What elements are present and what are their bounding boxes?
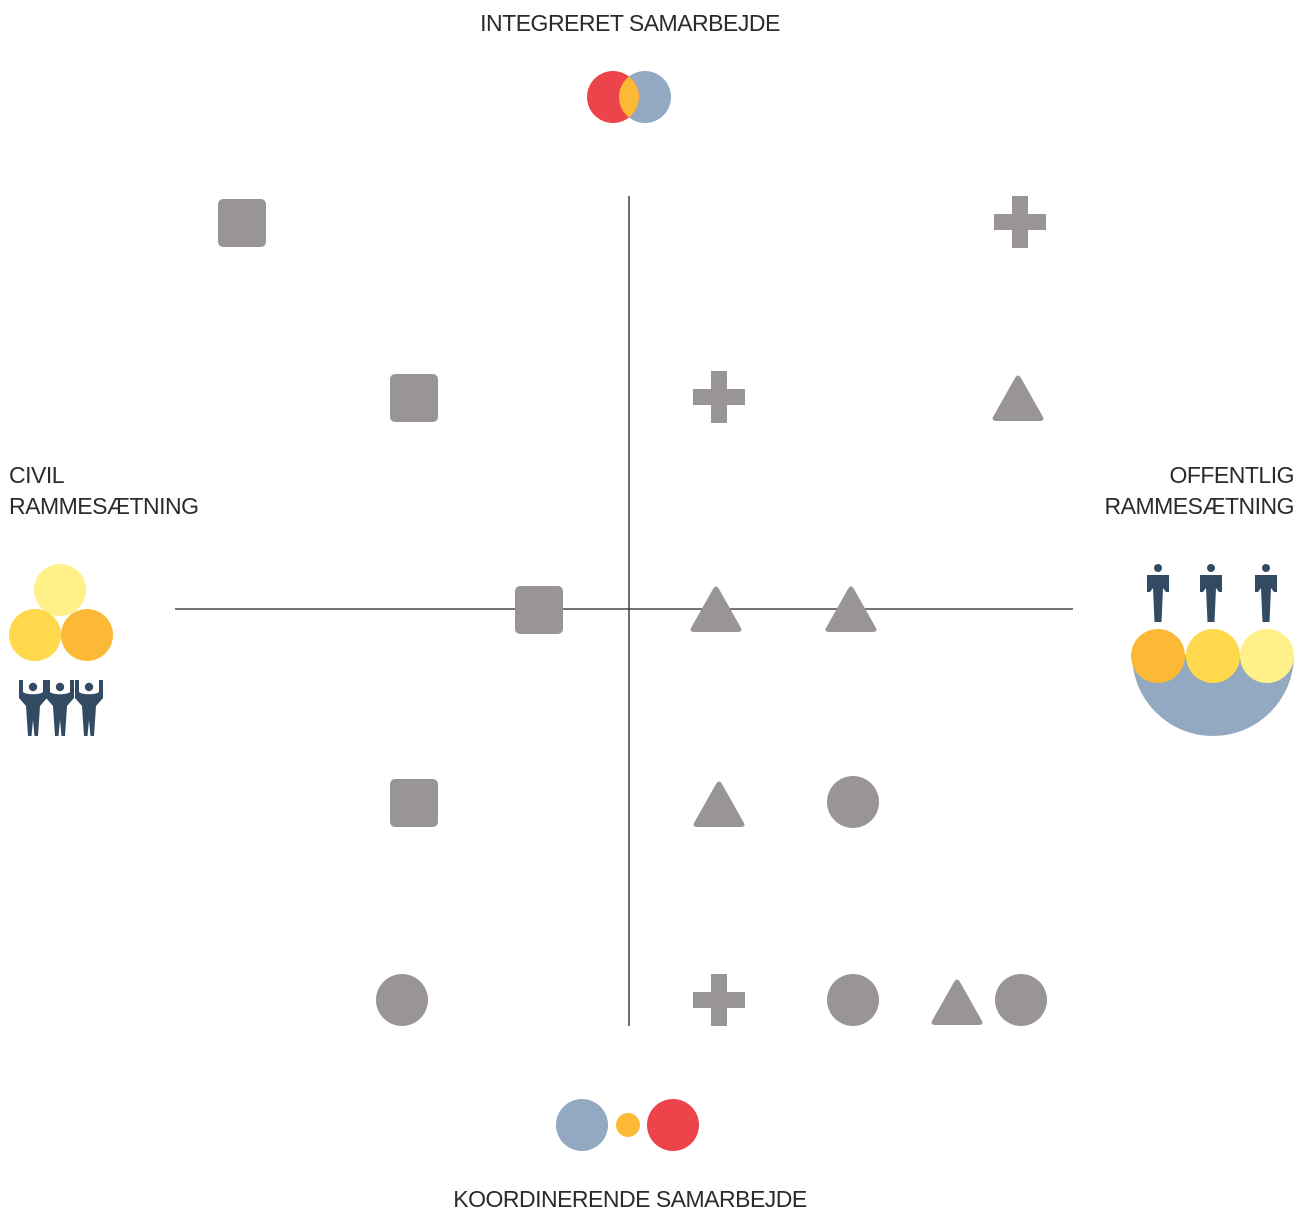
square-marker: [390, 779, 438, 827]
axis-label-bottom: KOORDINERENDE SAMARBEJDE: [453, 1186, 807, 1212]
circle-marker: [995, 974, 1047, 1026]
markers-layer: [218, 196, 1047, 1026]
axis-label-top: INTEGRERET SAMARBEJDE: [480, 10, 780, 36]
triangle-marker: [931, 979, 983, 1025]
circle-marker: [827, 974, 879, 1026]
axis-label-left-line1: CIVIL: [9, 462, 65, 488]
axis-label-left-line2: RAMMESÆTNING: [9, 493, 199, 519]
axis-label-right: OFFENTLIG RAMMESÆTNING: [1105, 460, 1295, 522]
circle-marker: [376, 974, 428, 1026]
plus-marker: [693, 371, 745, 423]
triangle-marker: [690, 586, 742, 632]
axis-label-left: CIVIL RAMMESÆTNING: [9, 460, 199, 522]
axis-label-right-line1: OFFENTLIG: [1169, 462, 1294, 488]
circle-marker: [827, 776, 879, 828]
public-framing-icon: [1131, 564, 1294, 736]
coordinating-collaboration-icon: [556, 1099, 699, 1151]
people-icon: [19, 680, 103, 736]
axis-label-right-line2: RAMMESÆTNING: [1104, 493, 1295, 519]
square-marker: [218, 199, 266, 247]
square-marker: [515, 586, 563, 634]
plus-marker: [693, 974, 745, 1026]
triangle-marker: [693, 781, 745, 827]
square-marker: [390, 374, 438, 422]
triangle-marker: [992, 375, 1044, 421]
triangle-marker: [825, 586, 877, 632]
plus-marker: [994, 196, 1046, 248]
civil-framing-icon: [9, 564, 113, 736]
integrated-collaboration-icon: [587, 71, 671, 123]
people-icon: [1147, 564, 1277, 622]
